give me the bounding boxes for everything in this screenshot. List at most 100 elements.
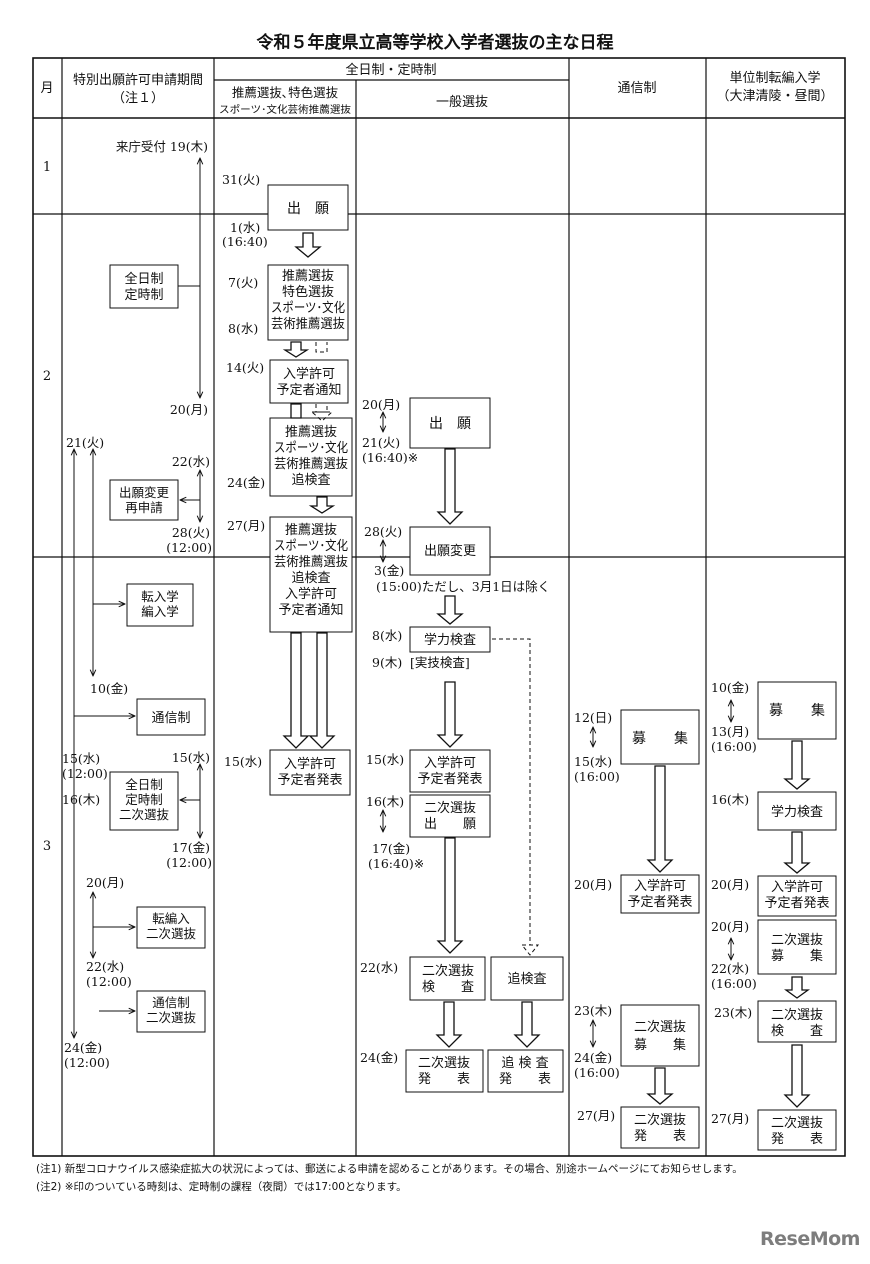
credit-date-22-wed: 22(水) xyxy=(711,961,749,976)
special-date-21-tue: 21(火) xyxy=(66,435,104,450)
block-arrow-corr-1 xyxy=(646,765,674,873)
header-month: 月 xyxy=(40,81,53,96)
credit-second-recruit-label-line-2: 募 集 xyxy=(771,948,823,964)
special-date-24-fri: 24(金) xyxy=(64,1040,102,1055)
general-second-test-label-line-2: 検 査 xyxy=(422,980,474,995)
credit-date-27-mon: 27(月) xyxy=(711,1111,749,1126)
credit-second-test-label-line-2: 検 査 xyxy=(771,1024,823,1039)
credit-date-10-fri: 10(金) xyxy=(711,680,749,695)
special-time-1200-c: (12:00) xyxy=(166,855,212,870)
special-date-16-thu: 16(木) xyxy=(62,792,100,807)
recommend-notice-label-line-1: 入学許可 xyxy=(283,366,335,382)
box-credit-second-test xyxy=(757,1000,837,1043)
block-arrow-general-6 xyxy=(513,1001,541,1048)
recommend-date-31-tue: 31(火) xyxy=(222,172,260,187)
special-transfer-second-label-line-2: 二次選抜 xyxy=(146,926,197,941)
page-title: 令和５年度県立高等学校入学者選抜の主な日程 xyxy=(257,32,614,53)
box-special-correspondence-second xyxy=(136,990,206,1033)
general-time-1640-b: (16:40)※ xyxy=(368,856,424,871)
recommend-selection-label-line-2: 特色選抜 xyxy=(282,284,334,300)
special-date-15-wed-a: 15(水) xyxy=(62,751,100,766)
block-arrow-recommend-3 xyxy=(290,403,302,419)
block-arrow-credit-4 xyxy=(783,1044,811,1108)
credit-date-16-thu: 16(木) xyxy=(711,792,749,807)
note-1: (注1) 新型コロナウイルス感染症拡大の状況によっては、郵送による申請を認めるこ… xyxy=(36,1163,743,1175)
box-general-second-test xyxy=(409,956,486,1001)
general-makeup-announce-label-line-2: 発 表 xyxy=(499,1072,551,1087)
credit-second-test-label-line-1: 二次選抜 xyxy=(771,1007,823,1023)
general-date-15-wed: 15(水) xyxy=(366,752,404,767)
corr-announce-label-line-1: 入学許可 xyxy=(634,878,686,894)
box-special-transfer-second xyxy=(136,906,206,949)
general-date-16-thu: 16(木) xyxy=(366,794,404,809)
block-arrow-recommend-2 xyxy=(282,341,310,358)
recommend-date-1-wed: 1(水) xyxy=(230,220,260,235)
recommend-makeup-notice-label-line-1: 推薦選抜 xyxy=(285,522,337,538)
general-practical-test: [実技検査] xyxy=(410,655,470,670)
box-special-second-selection xyxy=(109,771,179,831)
general-second-test-label-line-1: 二次選抜 xyxy=(422,963,474,979)
block-arrow-credit-1 xyxy=(783,740,811,790)
special-date-22-wed: 22(水) xyxy=(172,454,210,469)
recommend-makeup-label-line-3: 芸術推薦選抜 xyxy=(274,456,348,472)
block-arrow-recommend-4 xyxy=(308,496,336,514)
recommend-makeup-notice-label-line-3: 芸術推薦選抜 xyxy=(274,554,348,570)
box-recommend-selection xyxy=(267,264,349,341)
block-arrow-recommend-1 xyxy=(294,232,322,258)
box-special-transfer xyxy=(126,583,194,627)
table-grid xyxy=(32,57,846,1157)
box-corr-recruit xyxy=(620,709,700,765)
general-makeup-test-label: 追検査 xyxy=(507,971,546,987)
corr-second-announce-label-line-1: 二次選抜 xyxy=(634,1112,686,1128)
block-arrow-credit-3 xyxy=(784,976,810,999)
block-arrow-credit-2 xyxy=(783,831,811,874)
corr-date-27-mon: 27(月) xyxy=(577,1108,615,1123)
general-second-apply-label-line-1: 二次選抜 xyxy=(424,800,476,816)
box-recommend-apply xyxy=(267,184,349,231)
recommend-announce-label-line-2: 予定者発表 xyxy=(277,773,342,788)
special-fulltime-label-line-1: 全日制 xyxy=(124,271,163,287)
general-date-28-tue: 28(火) xyxy=(364,524,402,539)
box-general-second-announce xyxy=(405,1049,484,1093)
box-general-announce xyxy=(409,749,491,793)
special-transfer-label-line-2: 編入学 xyxy=(141,604,179,619)
month-label-1: 1 xyxy=(43,160,51,175)
corr-date-23-thu: 23(木) xyxy=(574,1003,612,1018)
recommend-announce-label-line-1: 入学許可 xyxy=(284,756,336,772)
special-date-15-wed-b: 15(水) xyxy=(172,750,210,765)
recommend-makeup-label-line-4: 追検査 xyxy=(291,472,330,488)
credit-announce-label-line-2: 予定者発表 xyxy=(764,896,829,911)
special-fulltime-label-line-2: 定時制 xyxy=(124,288,163,303)
dashed-arrow-recommend xyxy=(315,342,328,353)
special-date-19-thu: 来庁受付 19(木) xyxy=(116,139,208,154)
box-recommend-makeup xyxy=(269,417,353,497)
credit-date-20-mon: 20(月) xyxy=(711,877,749,892)
block-arrow-general-5 xyxy=(435,1001,463,1048)
general-date-9-thu: 9(木) xyxy=(372,655,402,670)
special-corr-second-label-line-2: 二次選抜 xyxy=(146,1010,197,1025)
box-credit-second-recruit xyxy=(757,919,837,975)
box-credit-second-announce xyxy=(757,1109,837,1151)
recommend-makeup-notice-label-line-5: 入学許可 xyxy=(285,586,337,602)
special-date-20-mon: 20(月) xyxy=(170,402,208,417)
credit-date-23-thu: 23(木) xyxy=(714,1005,752,1020)
block-arrow-general-1 xyxy=(436,448,464,525)
recommend-date-7-tue: 7(火) xyxy=(228,275,258,290)
special-time-1200-d: (12:00) xyxy=(86,974,132,989)
general-announce-label-line-1: 入学許可 xyxy=(424,755,476,771)
header-special-period: 特別出願許可申請期間 xyxy=(73,73,203,88)
box-corr-second-recruit xyxy=(620,1004,700,1067)
recommend-makeup-label-line-1: 推薦選抜 xyxy=(285,424,337,440)
schedule-text: 来庁受付 19(木)全日制定時制20(月)21(火)22(水)出願変更再申請28… xyxy=(62,139,830,1147)
general-second-apply-label-line-2: 出 願 xyxy=(424,817,476,832)
general-change-label: 出願変更 xyxy=(424,543,476,559)
recommend-date-8-wed: 8(水) xyxy=(228,321,258,336)
corr-date-24-fri: 24(金) xyxy=(574,1050,612,1065)
credit-second-announce-label-line-2: 発 表 xyxy=(771,1132,823,1147)
box-general-makeup-test xyxy=(490,956,564,1001)
special-second-label-line-3: 二次選抜 xyxy=(119,807,170,822)
header-credit-school: （大津清陵・昼間） xyxy=(716,89,833,104)
general-date-17-fri: 17(金) xyxy=(372,841,410,856)
corr-date-20-mon: 20(月) xyxy=(574,877,612,892)
recommend-makeup-notice-label-line-6: 予定者通知 xyxy=(278,602,343,618)
